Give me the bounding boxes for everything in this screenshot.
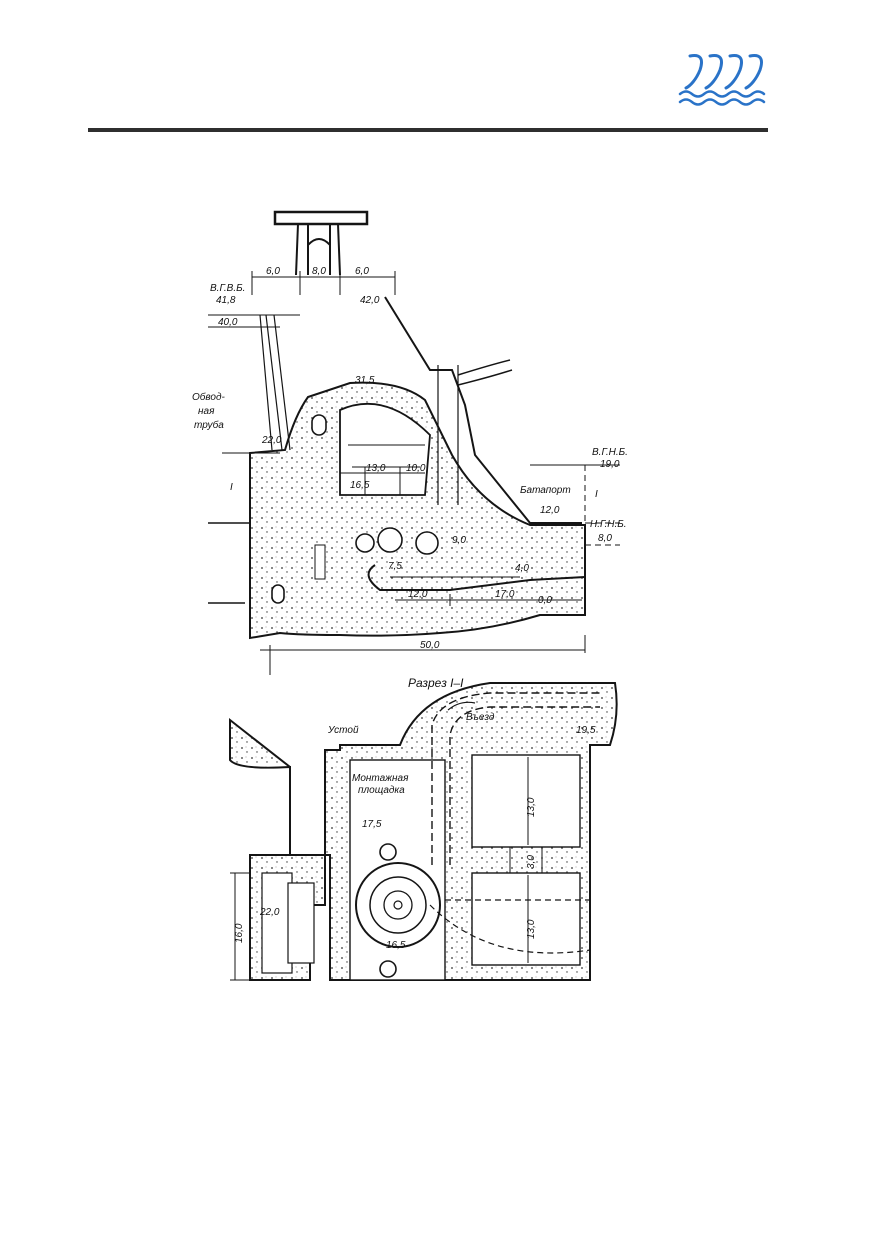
dim-7-5: 7,5 (388, 561, 402, 572)
level-vgvb-value: 41,8 (216, 295, 236, 306)
dim-10: 10,0 (406, 463, 426, 474)
level-16-5-plan: 16,5 (386, 940, 406, 951)
hydro-logo-icon (678, 54, 766, 106)
bypass-label-1: Обвод- (192, 391, 225, 403)
level-17-5: 17,5 (362, 819, 382, 830)
upper-section (208, 210, 620, 675)
level-16-5: 16,5 (350, 480, 370, 491)
dim-13-lower: 13,0 (526, 919, 537, 939)
dim-6a: 6,0 (266, 266, 280, 277)
section-mark-left: I (230, 482, 233, 493)
dim-8: 8,0 (312, 266, 326, 277)
abutment-label: Устой (327, 725, 359, 736)
plan-section (229, 682, 618, 981)
level-22: 22,0 (261, 435, 282, 446)
entry-label: Въезд (466, 712, 495, 723)
level-19-5: 19,5 (576, 725, 596, 736)
dim-3: 3,0 (526, 855, 537, 869)
concrete-body (249, 381, 586, 640)
header-rule (88, 128, 768, 132)
dim-17: 17,0 (495, 589, 515, 600)
level-22-plan: 22,0 (259, 907, 280, 918)
bypass-label-2: ная (198, 406, 215, 417)
section-title: Разрез I–I (408, 676, 464, 690)
level-42: 42,0 (360, 295, 380, 306)
crane-beam (273, 210, 369, 226)
level-31-5: 31,5 (355, 375, 375, 386)
unit-bay-upper (471, 754, 581, 848)
assembly-label-2: площадка (358, 785, 405, 796)
unit-bay-lower (471, 872, 581, 966)
level-vgnb-value: 19,0 (600, 459, 620, 470)
dam-section-drawing: 6,0 8,0 6,0 В.Г.В.Б. 41,8 40,0 42,0 31,5… (192, 210, 628, 981)
dim-50: 50,0 (420, 640, 440, 651)
level-4: 4,0 (515, 563, 529, 574)
assembly-label-1: Монтажная (352, 773, 409, 784)
dim-16: 16,0 (234, 923, 245, 943)
level-ngnb-value: 8,0 (598, 533, 612, 544)
dim-13-upper: 13,0 (526, 797, 537, 817)
level-vgvb-label: В.Г.В.Б. (210, 283, 245, 294)
batoport-label: Батапорт (520, 485, 571, 496)
level-12: 12,0 (540, 505, 560, 516)
level-0: 0,0 (538, 595, 552, 606)
dim-13: 13,0 (366, 463, 386, 474)
section-mark-right: I (595, 489, 598, 500)
level-vgnb-label: В.Г.Н.Б. (592, 447, 628, 458)
dim-12: 12,0 (408, 589, 428, 600)
level-9: 9,0 (452, 535, 466, 546)
dim-6b: 6,0 (355, 266, 369, 277)
level-40: 40,0 (218, 317, 238, 328)
level-ngnb-label: Н.Г.Н.Б. (590, 519, 627, 530)
bypass-label-3: труба (194, 419, 224, 431)
